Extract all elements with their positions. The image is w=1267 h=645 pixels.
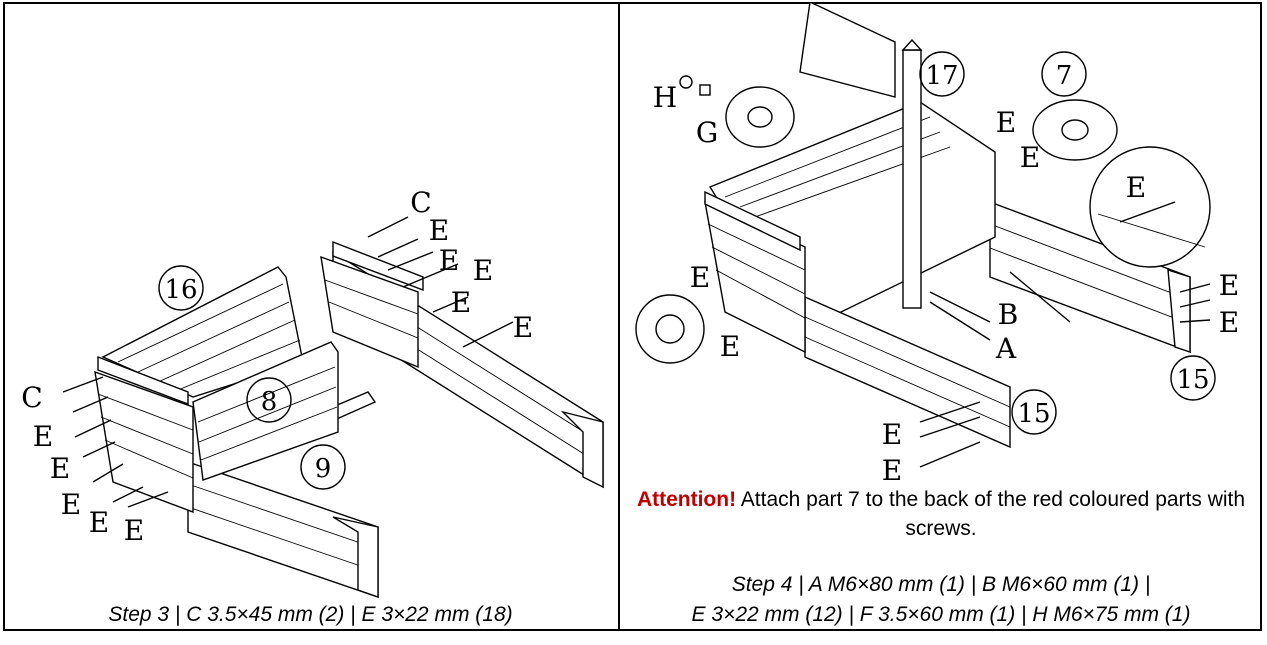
part-number-7: 7 (1056, 61, 1073, 91)
screw-label: E (89, 506, 109, 539)
left-top-rail (704, 190, 801, 252)
screw-label: E (124, 514, 144, 547)
screw-label: E (1219, 269, 1239, 302)
part-8-board (192, 341, 339, 481)
screw-label: E (439, 244, 459, 277)
step-3-panel: 16 8 9 C E E E E E C E E E E E Step 3 | … (3, 2, 618, 631)
step-3-illustration (62, 216, 604, 598)
screw-label: E (473, 254, 493, 287)
nut-h (679, 75, 693, 89)
screw-label: E (882, 454, 902, 487)
attention-note: Attention! Attach part 7 to the back of … (620, 485, 1262, 543)
screw-label: C (410, 186, 431, 219)
part-number-9: 9 (315, 454, 332, 484)
part-number-15: 15 (1017, 399, 1050, 429)
screw-label: E (1126, 171, 1146, 204)
attention-label: Attention! (636, 488, 737, 511)
page-frame (3, 2, 1262, 631)
flag (799, 2, 896, 98)
panel-divider (618, 2, 620, 631)
label-a: A (995, 332, 1017, 365)
step-3-caption: Step 3 | C 3.5×45 mm (2) | E 3×22 mm (18… (108, 603, 513, 626)
screw-label: E (61, 488, 81, 521)
mast-top (901, 38, 923, 51)
step-4-illustration (635, 2, 1211, 468)
screw-label: C (21, 381, 42, 414)
screw-label: E (451, 286, 471, 319)
nut-detail (699, 84, 711, 96)
screw-label: E (690, 261, 710, 294)
right-end-box (320, 255, 419, 369)
screw-label: E (429, 214, 449, 247)
step-4-caption-line-1: Step 4 | A M6×80 mm (1) | B M6×60 mm (1)… (731, 573, 1151, 596)
step-4-caption-line-2: E 3×22 mm (12) | F 3.5×60 mm (1) | H M6×… (691, 603, 1191, 626)
part-number-17: 17 (925, 61, 958, 91)
step-4-labels: 17 7 15 15 H G E E E E E B A E E E E (653, 51, 1239, 487)
front-rail-end (332, 516, 379, 598)
part-number-16: 16 (164, 275, 197, 305)
right-top-rail (332, 240, 424, 292)
screw-label: E (33, 420, 53, 453)
part-7-plate (1032, 99, 1118, 161)
rear-rail-end (560, 410, 604, 489)
steering-wheel (725, 86, 795, 148)
label-h: H (653, 81, 677, 114)
step-3-screws (62, 216, 514, 508)
porthole-wheel (635, 294, 705, 364)
screw-label: E (1219, 306, 1239, 339)
screw-label: E (720, 330, 740, 363)
detail-circle (1089, 146, 1211, 268)
part-number-15: 15 (1176, 365, 1209, 395)
step-3-labels: 16 8 9 C E E E E E C E E E E E (21, 186, 533, 547)
screw-label: E (50, 452, 70, 485)
screw-label: E (882, 418, 902, 451)
label-b: B (998, 298, 1019, 331)
screw-label: E (996, 106, 1016, 139)
label-g: G (696, 116, 718, 149)
screw-label: E (1020, 141, 1040, 174)
attention-text: Attach part 7 to the back of the red col… (740, 488, 1246, 540)
screw-detail (1119, 201, 1176, 223)
screw-label: E (513, 311, 533, 344)
part-number-8: 8 (261, 387, 278, 417)
step-4-panel: 17 7 15 15 H G E E E E E B A E E E E Att… (620, 2, 1262, 631)
left-top-rail (97, 355, 189, 406)
